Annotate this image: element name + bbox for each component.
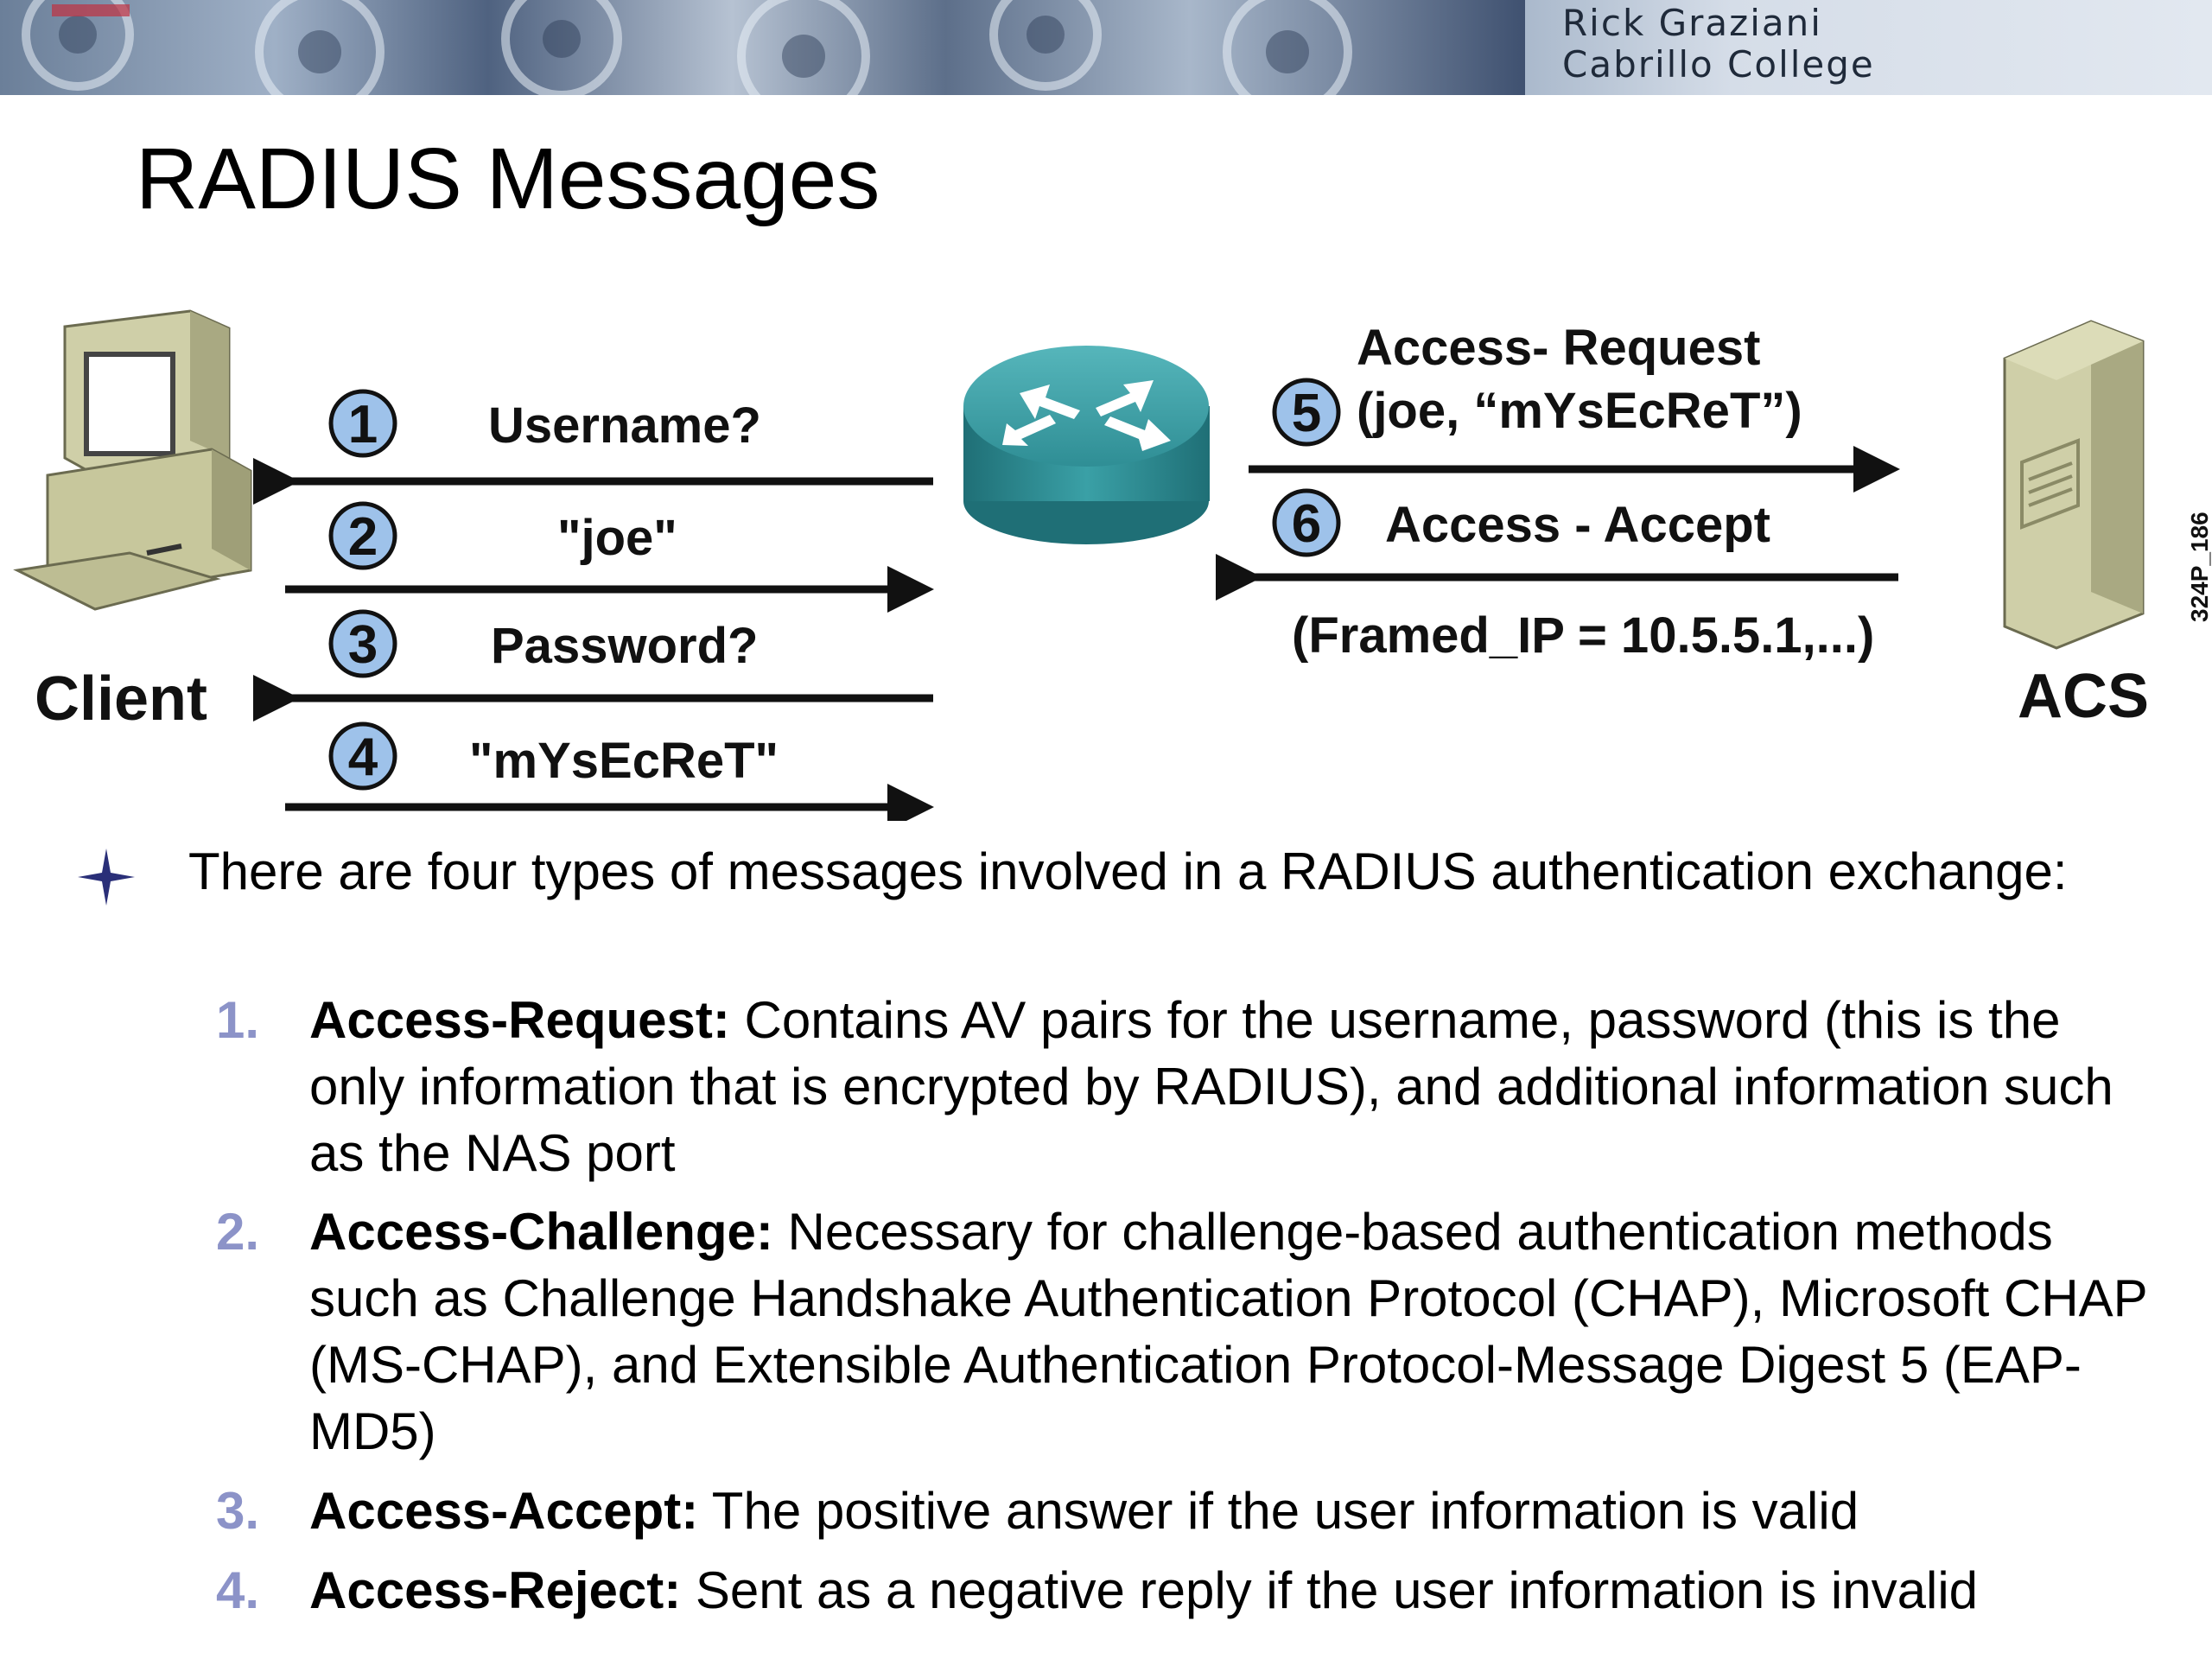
step-5-badge: 5 — [1272, 378, 1341, 447]
author-name: Rick Graziani — [1562, 2, 1822, 44]
step-5-label-line1: Access- Request — [1357, 320, 1760, 376]
step-6-badge: 6 — [1272, 488, 1341, 557]
radius-flow-diagram: Client 1 Username? 2 "joe" 3 Password? 4… — [13, 309, 2212, 821]
list-term: Access-Challenge: — [309, 1203, 773, 1261]
svg-text:1: 1 — [348, 395, 378, 454]
step-2-badge: 2 — [328, 501, 397, 570]
figure-code: 324P_186 — [2186, 512, 2212, 622]
acs-label: ACS — [2018, 662, 2149, 731]
list-term: Access-Reject: — [309, 1561, 682, 1619]
step-4-label: "mYsEcReT" — [469, 733, 779, 789]
list-description: Necessary for challenge-based authentica… — [309, 1203, 2147, 1460]
step-4-badge: 4 — [328, 721, 397, 791]
step-1-label: Username? — [488, 397, 761, 454]
banner-photo-image — [22, 0, 1352, 95]
client-computer-icon — [13, 309, 252, 611]
svg-text:5: 5 — [1292, 384, 1321, 443]
page-title: RADIUS Messages — [136, 130, 880, 227]
list-description: The positive answer if the user informat… — [698, 1482, 1859, 1540]
list-term: Access-Accept: — [309, 1482, 699, 1540]
list-number: 2. — [216, 1203, 260, 1261]
acs-server-icon — [2003, 320, 2145, 650]
step-2-label: "joe" — [557, 510, 677, 566]
step-6-label-line1: Access - Accept — [1385, 497, 1770, 553]
step-3-badge: 3 — [328, 609, 397, 678]
banner-photo — [0, 0, 1525, 95]
list-number: 1. — [216, 991, 260, 1049]
list-term: Access-Request: — [309, 991, 730, 1049]
step-3-label: Password? — [491, 618, 758, 674]
list-number: 3. — [216, 1482, 260, 1540]
list-description: Contains AV pairs for the username, pass… — [309, 991, 2113, 1182]
svg-text:3: 3 — [348, 615, 378, 675]
router-icon — [963, 346, 1210, 544]
four-point-star-bullet-icon — [78, 849, 135, 906]
author-institution: Cabrillo College — [1562, 43, 1875, 86]
client-label: Client — [35, 664, 207, 734]
svg-text:4: 4 — [348, 728, 378, 787]
intro-paragraph: There are four types of messages involve… — [188, 842, 2068, 900]
step-6-label-line2: (Framed_IP = 10.5.5.1,...) — [1292, 607, 1874, 664]
list-number: 4. — [216, 1561, 260, 1619]
header-banner: Rick Graziani Cabrillo College — [0, 0, 2212, 95]
step-1-badge: 1 — [328, 389, 397, 458]
svg-text:6: 6 — [1292, 494, 1321, 554]
svg-text:2: 2 — [348, 507, 378, 567]
list-description: Sent as a negative reply if the user inf… — [681, 1561, 1979, 1619]
step-5-label-line2: (joe, “mYsEcReT”) — [1357, 383, 1802, 439]
banner-author-panel: Rick Graziani Cabrillo College — [1525, 0, 2212, 95]
